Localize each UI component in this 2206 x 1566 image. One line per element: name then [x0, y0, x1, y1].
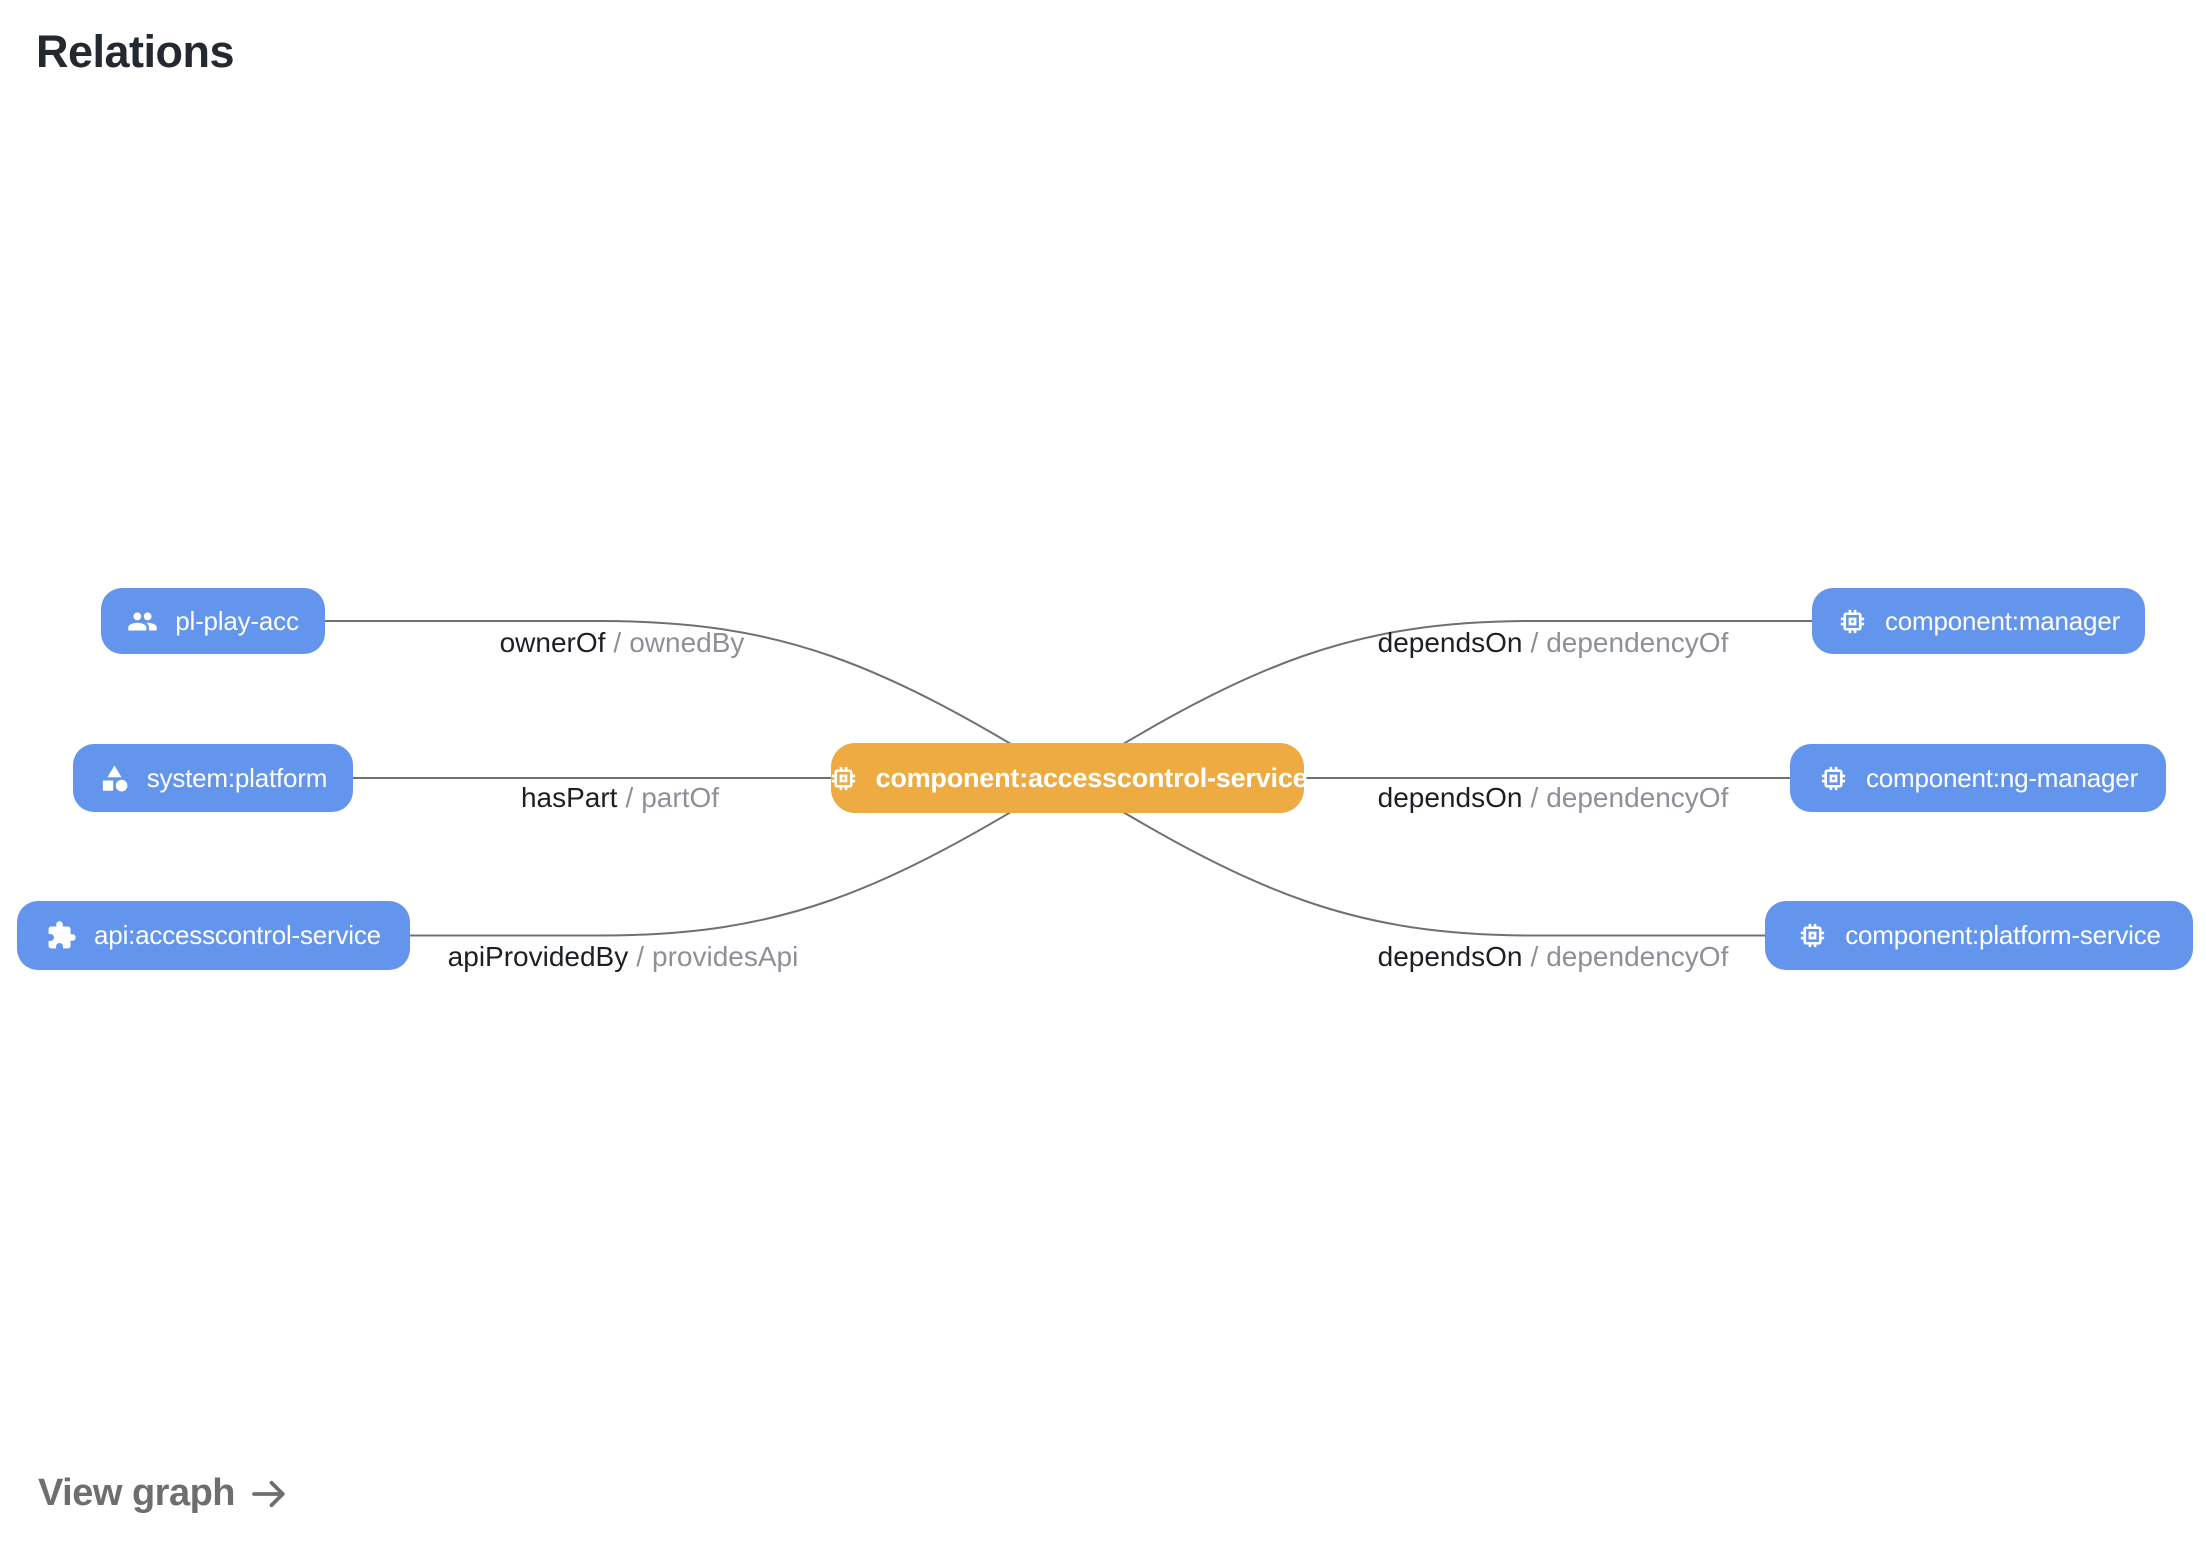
edge-label-hasPart: hasPart/partOf [521, 782, 719, 814]
view-graph-label: View graph [38, 1472, 236, 1514]
arrow-right-icon [252, 1480, 285, 1507]
relation-separator: / [613, 627, 622, 658]
node-label: pl-play-acc [175, 605, 299, 636]
category-shapes-icon [99, 763, 130, 794]
edge-label-dependsOn-manager: dependsOn/dependencyOf [1378, 627, 1729, 659]
puzzle-extension-icon [46, 920, 77, 951]
node-system-platform[interactable]: system:platform [73, 744, 353, 812]
page-title: Relations [36, 26, 235, 77]
node-pl-play-acc[interactable]: pl-play-acc [101, 588, 325, 654]
relation-reverse: dependencyOf [1546, 941, 1729, 972]
relation-forward: dependsOn [1377, 627, 1523, 658]
node-component-platform-service[interactable]: component:platform-service [1765, 901, 2193, 970]
view-graph-link[interactable]: View graph [38, 1472, 289, 1515]
relation-separator: / [1530, 782, 1539, 813]
edge-label-dependsOn-ng-manager: dependsOn/dependencyOf [1378, 782, 1729, 814]
relation-separator: / [625, 782, 634, 813]
edge-ownerOf [150, 620, 1068, 779]
memory-chip-icon [828, 763, 859, 794]
relation-separator: / [1530, 941, 1539, 972]
relation-reverse: dependencyOf [1546, 782, 1729, 813]
group-icon [127, 606, 158, 637]
node-label: system:platform [146, 762, 328, 793]
node-label: api:accesscontrol-service [94, 920, 381, 950]
memory-chip-icon [1837, 606, 1868, 637]
node-label: component:ng-manager [1865, 762, 2139, 793]
relation-forward: apiProvidedBy [447, 941, 629, 972]
node-component-manager[interactable]: component:manager [1812, 588, 2145, 654]
memory-chip-icon [1797, 920, 1828, 951]
relation-forward: hasPart [520, 782, 618, 813]
node-component-accesscontrol-service[interactable]: component:accesscontrol-service [828, 743, 1308, 813]
node-label: component:accesscontrol-service [875, 762, 1308, 793]
edge-label-apiProvidedBy: apiProvidedBy/providesApi [448, 941, 799, 973]
node-label: component:manager [1884, 605, 2121, 636]
node-label: component:platform-service [1845, 920, 2161, 950]
memory-chip-icon [1818, 763, 1849, 794]
node-api-accesscontrol-service[interactable]: api:accesscontrol-service [17, 901, 410, 970]
edge-apiProvidedBy [80, 777, 1068, 937]
edge-label-ownerOf: ownerOf/ownedBy [500, 627, 745, 659]
relation-reverse: ownedBy [629, 627, 745, 658]
relation-forward: dependsOn [1377, 941, 1523, 972]
relation-reverse: providesApi [652, 941, 799, 972]
relation-separator: / [1530, 627, 1539, 658]
node-component-ng-manager[interactable]: component:ng-manager [1790, 744, 2166, 812]
edge-label-dependsOn-platform-service: dependsOn/dependencyOf [1378, 941, 1729, 973]
relation-reverse: dependencyOf [1546, 627, 1729, 658]
relation-forward: dependsOn [1377, 782, 1523, 813]
relation-reverse: partOf [641, 782, 720, 813]
edge-dependsOn-manager [1066, 620, 1860, 779]
edge-dependsOn-platform-service [1066, 777, 1815, 937]
relation-forward: ownerOf [499, 627, 606, 658]
relation-separator: / [636, 941, 645, 972]
